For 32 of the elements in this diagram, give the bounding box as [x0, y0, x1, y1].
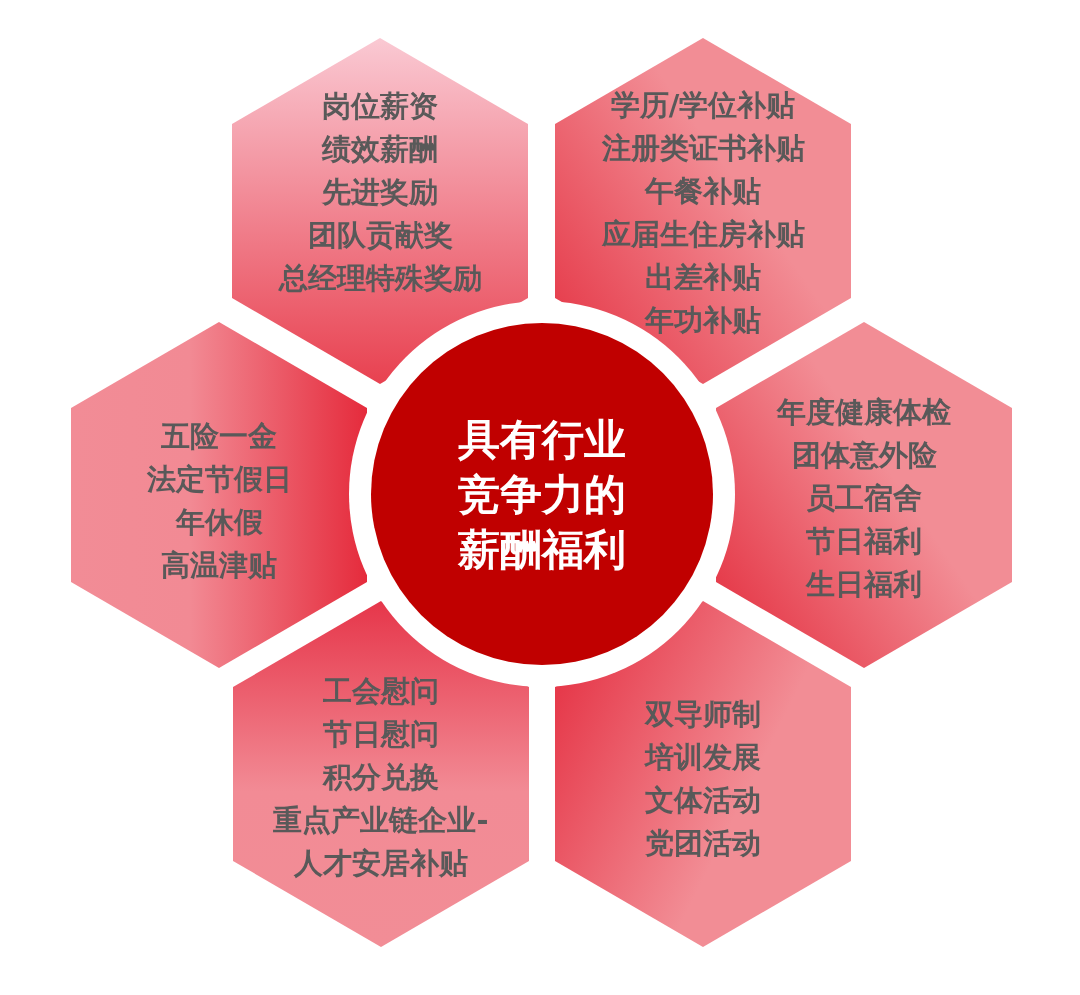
benefit-item: 总经理特殊奖励: [278, 259, 482, 297]
benefit-item: 员工宿舍: [806, 479, 922, 517]
benefit-item: 节日福利: [806, 522, 922, 560]
benefit-item: 注册类证书补贴: [601, 130, 805, 167]
benefit-item: 绩效薪酬: [322, 130, 438, 168]
benefit-item: 团队贡献奖: [307, 216, 453, 254]
benefit-item: 出差补贴: [645, 259, 761, 296]
benefit-item: 年度健康体检: [777, 393, 951, 431]
benefit-item: 先进奖励: [322, 173, 438, 211]
benefit-item: 午餐补贴: [645, 173, 761, 210]
benefit-item: 岗位薪资: [322, 87, 438, 125]
benefit-item: 积分兑换: [323, 758, 439, 796]
benefit-item: 培训发展: [645, 739, 761, 776]
hexagon-tile: [555, 601, 851, 947]
benefit-item: 团体意外险: [791, 436, 937, 474]
benefit-item: 高温津贴: [161, 547, 277, 584]
benefit-item: 年功补贴: [645, 302, 761, 339]
hexagon-tile: [233, 601, 529, 947]
benefit-item: 年休假: [175, 504, 263, 541]
benefit-item: 法定节假日: [146, 461, 292, 498]
center-title: 具有行业竞争力的薪酬福利: [457, 413, 627, 576]
benefit-item: 党团活动: [645, 825, 761, 862]
benefit-item: 双导师制: [645, 696, 761, 733]
benefit-item: 工会慰问: [323, 672, 439, 710]
benefit-item: 五险一金: [161, 418, 277, 455]
benefit-item: 文体活动: [645, 782, 761, 819]
benefit-item: 应届生住房补贴: [601, 216, 805, 253]
benefit-item: 节日慰问: [323, 715, 439, 753]
benefit-item: 重点产业链企业-人才安居补贴: [272, 801, 490, 882]
benefit-item: 生日福利: [806, 565, 922, 603]
benefit-item: 学历/学位补贴: [610, 87, 796, 124]
hexagon-tile: [71, 322, 367, 668]
